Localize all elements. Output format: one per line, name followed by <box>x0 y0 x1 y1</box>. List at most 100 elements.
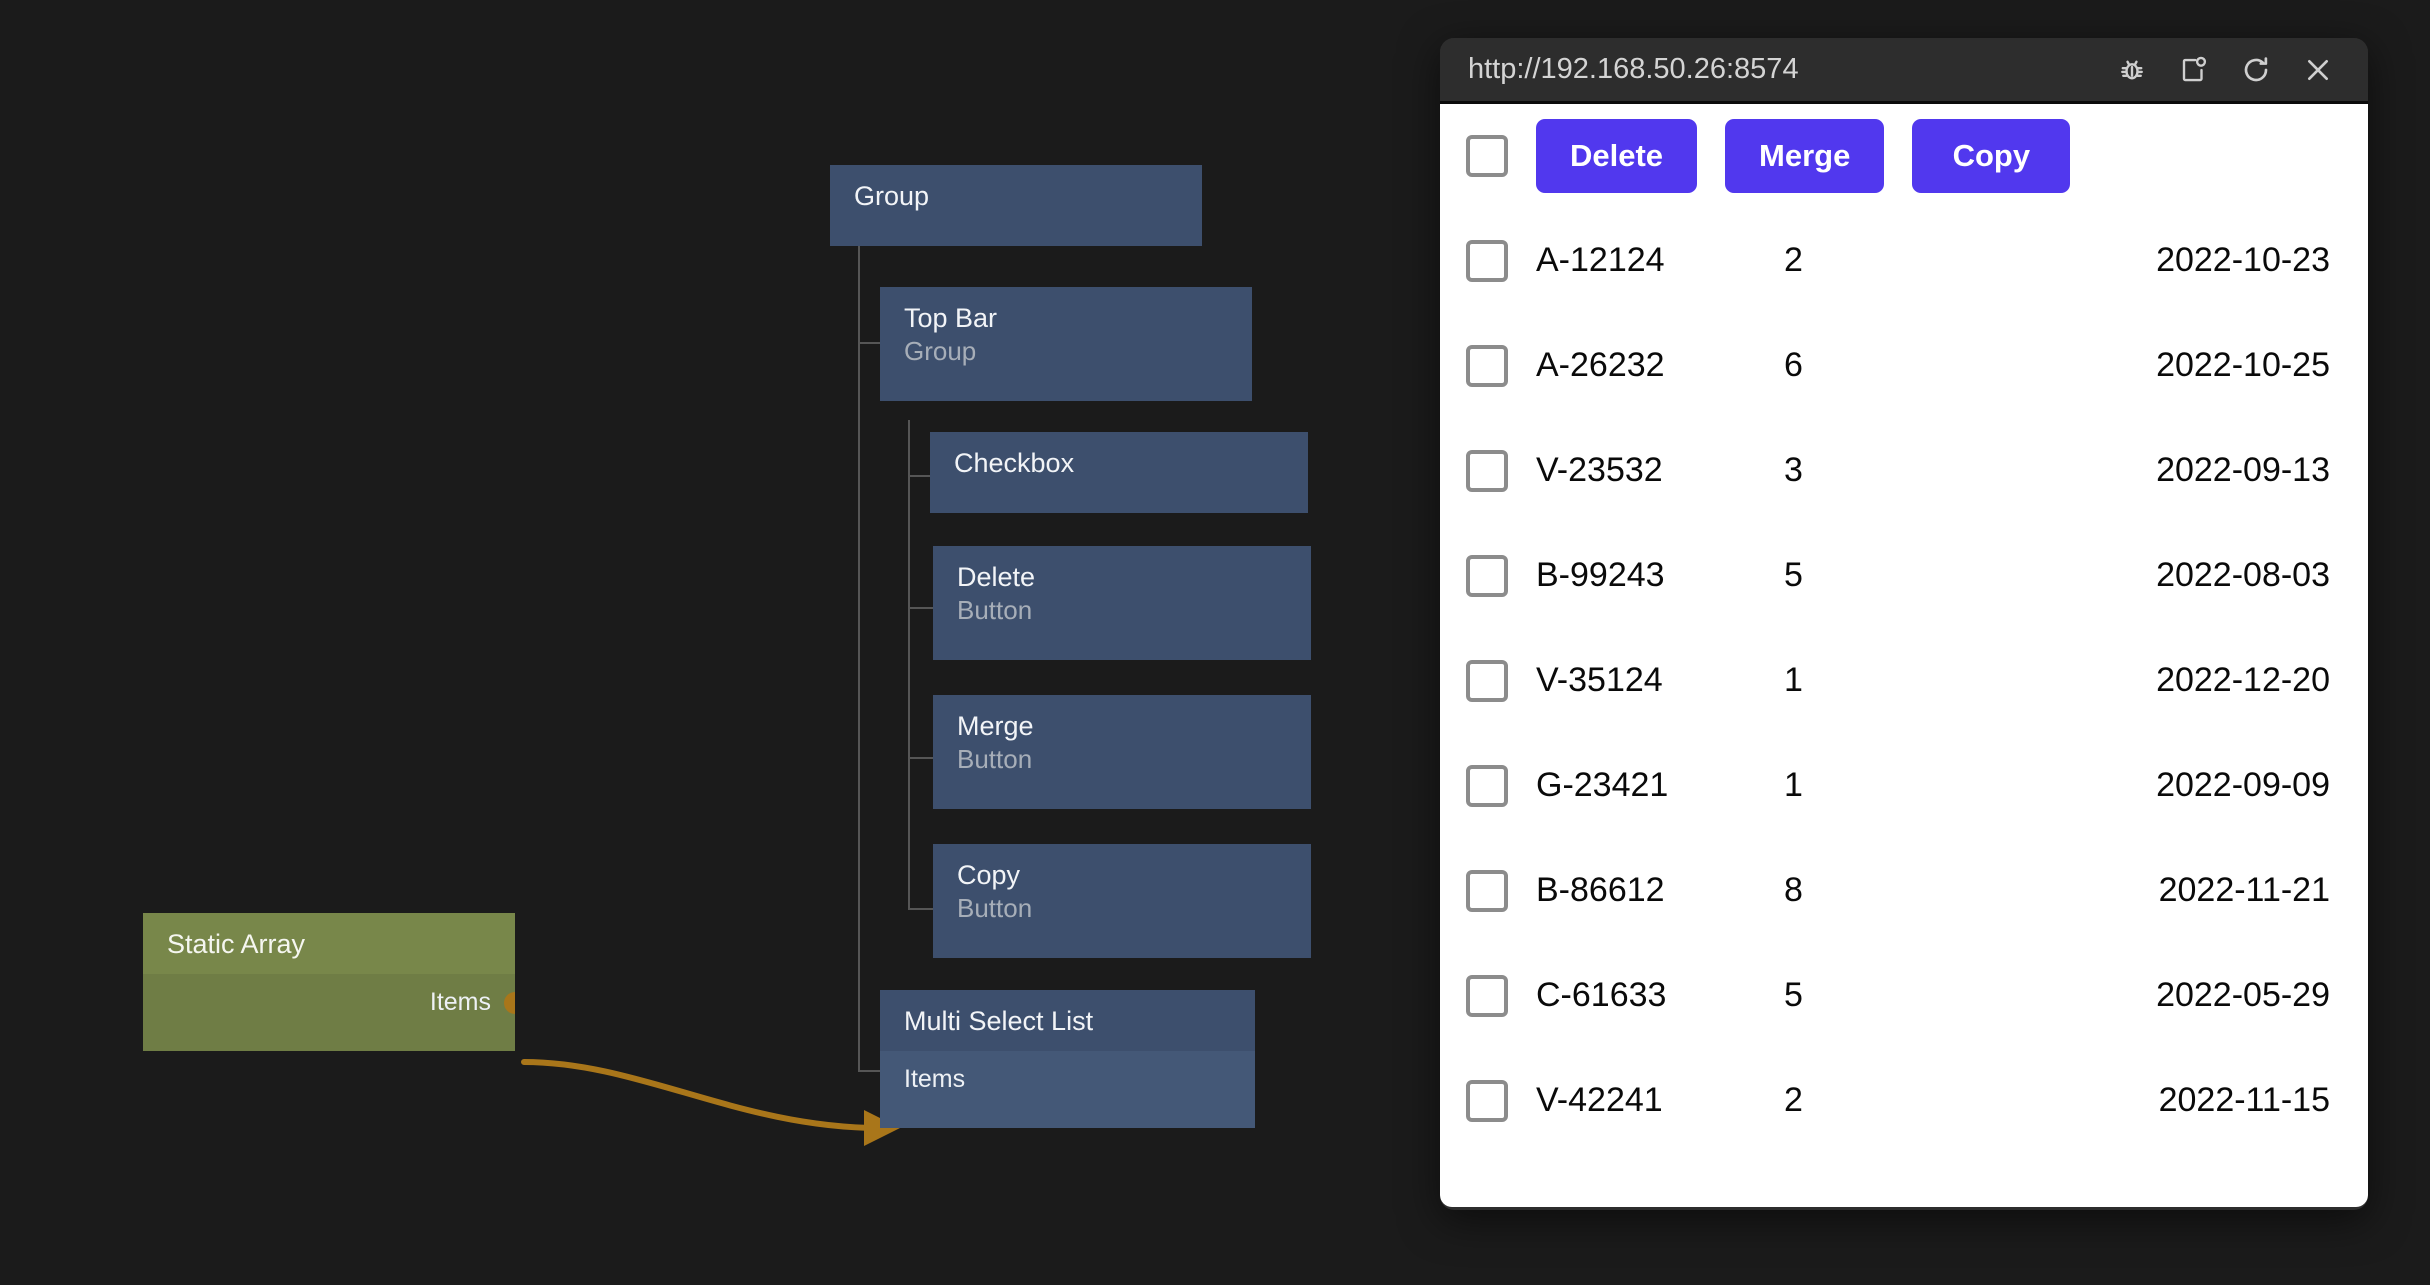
row-qty: 5 <box>1784 976 1803 1014</box>
node-top-bar-subtitle: Group <box>904 336 977 367</box>
port-dot-items-out[interactable] <box>504 991 515 1014</box>
row-checkbox[interactable] <box>1466 239 1508 282</box>
node-multi-select-list-title: Multi Select List <box>904 1006 1094 1036</box>
node-group-pad <box>830 226 1202 246</box>
close-icon[interactable] <box>2290 47 2346 93</box>
node-multi-select-list-head: Multi Select List <box>880 990 1255 1051</box>
row-id: A-12124 <box>1536 241 1665 279</box>
row-date: 2022-11-15 <box>2158 1081 2330 1119</box>
row-date: 2022-12-20 <box>2156 661 2330 699</box>
table-row[interactable]: A-26232 6 2022-10-25 <box>1466 313 2342 418</box>
select-all-checkbox[interactable] <box>1466 135 1508 177</box>
table-row[interactable]: G-23421 1 2022-09-09 <box>1466 733 2342 838</box>
row-date: 2022-09-13 <box>2156 451 2330 489</box>
row-id: G-23421 <box>1536 766 1669 804</box>
table-row[interactable]: B-86612 8 2022-11-21 <box>1466 838 2342 943</box>
edge-static-array-to-multi-select <box>521 1059 883 1131</box>
row-id: C-61633 <box>1536 976 1667 1014</box>
copy-button[interactable]: Copy <box>1912 119 2071 193</box>
merge-button[interactable]: Merge <box>1725 119 1885 193</box>
table-row[interactable]: V-35124 1 2022-12-20 <box>1466 628 2342 733</box>
row-checkbox[interactable] <box>1466 764 1508 807</box>
table-toolbar: Delete Merge Copy <box>1466 104 2342 208</box>
node-multi-select-list-pad <box>880 1108 1255 1129</box>
row-date: 2022-10-23 <box>2156 241 2330 279</box>
row-id: B-99243 <box>1536 556 1665 594</box>
tree-line-topbar-vertical <box>908 420 910 910</box>
node-top-bar-head: Top Bar Group <box>880 287 1252 381</box>
open-external-icon[interactable] <box>2166 47 2222 93</box>
table-row[interactable]: V-42241 2 2022-11-15 <box>1466 1048 2342 1153</box>
table-row[interactable]: C-61633 5 2022-05-29 <box>1466 943 2342 1048</box>
node-group[interactable]: Group <box>830 165 1202 247</box>
node-merge-head: Merge Button <box>933 695 1311 789</box>
node-top-bar[interactable]: Top Bar Group <box>880 287 1252 402</box>
row-qty: 2 <box>1784 241 1803 279</box>
url-label[interactable]: http://192.168.50.26:8574 <box>1468 53 1799 85</box>
row-date: 2022-05-29 <box>2156 976 2330 1014</box>
tree-line-to-topbar <box>858 342 888 344</box>
row-qty: 3 <box>1784 451 1803 489</box>
node-multi-select-list[interactable]: Multi Select List Items <box>880 990 1255 1129</box>
row-checkbox[interactable] <box>1466 869 1508 912</box>
node-checkbox[interactable]: Checkbox <box>930 432 1308 514</box>
node-static-array-port-items[interactable]: Items <box>143 974 515 1032</box>
node-group-title: Group <box>854 181 930 211</box>
row-date: 2022-08-03 <box>2156 556 2330 594</box>
row-qty: 8 <box>1784 871 1803 909</box>
delete-button[interactable]: Delete <box>1536 119 1698 193</box>
node-copy-pad <box>933 938 1311 958</box>
browser-preview-window[interactable]: http://192.168.50.26:8574 <box>1440 38 2368 1210</box>
node-checkbox-pad <box>930 493 1308 513</box>
node-checkbox-title: Checkbox <box>954 448 1075 478</box>
table-row[interactable]: A-12124 2 2022-10-23 <box>1466 208 2342 313</box>
node-copy-head: Copy Button <box>933 844 1311 938</box>
row-id: V-23532 <box>1536 451 1663 489</box>
port-label-items-in: Items <box>904 1065 966 1094</box>
node-top-bar-title: Top Bar <box>904 303 998 333</box>
row-id: V-35124 <box>1536 661 1663 699</box>
row-checkbox[interactable] <box>1466 974 1508 1017</box>
node-graph-canvas[interactable]: Group Top Bar Group Checkbox Delete Butt… <box>0 0 1430 1285</box>
node-delete-subtitle: Button <box>957 595 1033 626</box>
row-checkbox[interactable] <box>1466 1079 1508 1122</box>
row-checkbox[interactable] <box>1466 449 1508 492</box>
node-static-array-head: Static Array <box>143 913 515 974</box>
table-row[interactable]: B-99243 5 2022-08-03 <box>1466 523 2342 628</box>
bug-icon[interactable] <box>2104 47 2160 93</box>
node-top-bar-pad <box>880 381 1252 401</box>
node-checkbox-head: Checkbox <box>930 432 1308 493</box>
row-qty: 1 <box>1784 661 1803 699</box>
row-qty: 2 <box>1784 1081 1803 1119</box>
node-copy[interactable]: Copy Button <box>933 844 1311 959</box>
node-multi-select-list-port-items[interactable]: Items <box>880 1051 1255 1109</box>
node-merge[interactable]: Merge Button <box>933 695 1311 810</box>
node-static-array-title: Static Array <box>167 929 306 959</box>
tree-line-to-copy <box>908 908 938 910</box>
table-row[interactable]: V-23532 3 2022-09-13 <box>1466 418 2342 523</box>
row-id: A-26232 <box>1536 346 1665 384</box>
node-delete-title: Delete <box>957 562 1036 592</box>
row-checkbox[interactable] <box>1466 554 1508 597</box>
row-checkbox[interactable] <box>1466 659 1508 702</box>
tree-line-to-checkbox <box>908 475 938 477</box>
row-qty: 5 <box>1784 556 1803 594</box>
tree-line-to-delete <box>908 607 938 609</box>
row-qty: 1 <box>1784 766 1803 804</box>
row-date: 2022-10-25 <box>2156 346 2330 384</box>
reload-icon[interactable] <box>2228 47 2284 93</box>
node-merge-subtitle: Button <box>957 744 1033 775</box>
port-label-items-out: Items <box>429 988 491 1017</box>
node-delete[interactable]: Delete Button <box>933 546 1311 661</box>
node-copy-subtitle: Button <box>957 893 1033 924</box>
node-delete-pad <box>933 640 1311 660</box>
row-date: 2022-09-09 <box>2156 766 2330 804</box>
web-page-content: Delete Merge Copy A-12124 2 2022-10-23 A… <box>1440 104 2368 1207</box>
browser-title-bar: http://192.168.50.26:8574 <box>1440 38 2368 104</box>
row-checkbox[interactable] <box>1466 344 1508 387</box>
row-date: 2022-11-21 <box>2158 871 2330 909</box>
node-copy-title: Copy <box>957 860 1021 890</box>
node-merge-pad <box>933 789 1311 809</box>
node-static-array[interactable]: Static Array Items <box>143 913 515 1052</box>
tree-line-to-merge <box>908 757 938 759</box>
